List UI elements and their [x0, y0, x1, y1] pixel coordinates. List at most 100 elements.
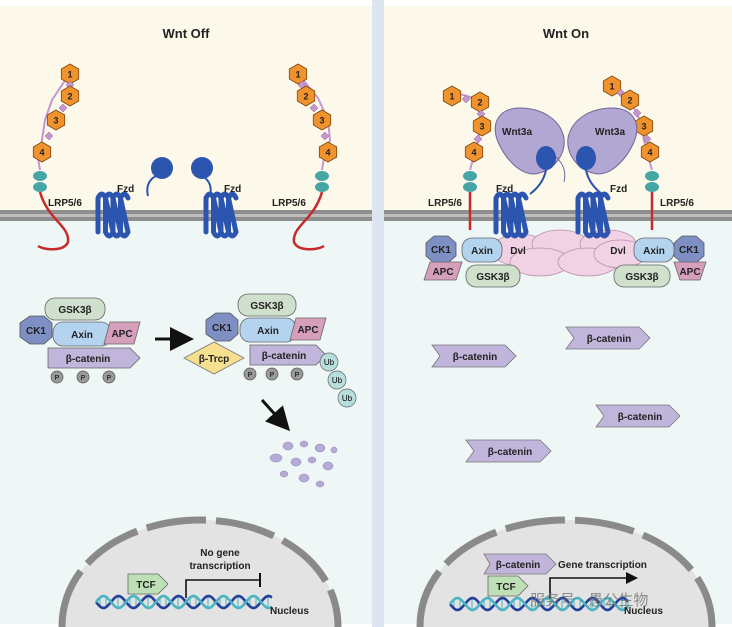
right-tcf-label: TCF — [496, 582, 515, 593]
free-bcatenin-4: β-catenin — [465, 439, 552, 463]
left-lrp-label-a: LRP5/6 — [48, 198, 82, 209]
ligand-hexagon — [442, 85, 462, 107]
complex2-bcatenin: β-catenin — [262, 351, 306, 362]
wnt3a-right — [567, 107, 638, 195]
svg-text:P: P — [55, 375, 60, 382]
watermark: 服务号 · 愚公生物 — [530, 592, 648, 609]
dvl-cluster — [491, 229, 647, 277]
right-lrp-label-a: LRP5/6 — [428, 198, 462, 209]
ligand-hexagon — [32, 141, 52, 163]
complex2-gsk3b: GSK3β — [250, 301, 283, 312]
right-lrp-label-b: LRP5/6 — [660, 198, 694, 209]
right-apc-a: APC — [432, 267, 453, 278]
right-ck1-b: CK1 — [679, 245, 699, 256]
right-lrp-hexagons-b: 1 2 3 4 — [602, 75, 660, 163]
right-membrane — [384, 210, 732, 221]
complex2-apc: APC — [297, 325, 318, 336]
left-nucleus-label: Nucleus — [270, 606, 309, 617]
wnt3a-right-label: Wnt3a — [595, 127, 625, 138]
complex1-bcatenin: β-catenin — [66, 354, 110, 365]
dna-strand — [449, 596, 629, 612]
panel-divider — [372, 0, 384, 627]
ligand-hexagon — [296, 85, 316, 107]
right-fzd-label-b: Fzd — [610, 184, 627, 195]
left-fzd-receptor-a — [95, 191, 131, 239]
ligand-hexagon — [464, 141, 484, 163]
fzd-helices — [203, 191, 239, 239]
no-gene-line2: transcription — [189, 561, 250, 572]
left-fzd-label-a: Fzd — [117, 184, 134, 195]
nuclear-bcatenin: β-catenin — [483, 553, 557, 575]
right-panel-title: Wnt On — [543, 26, 589, 41]
ligand-number: 2 — [67, 92, 72, 102]
svg-text:β-catenin: β-catenin — [453, 352, 497, 363]
ligand-linker — [461, 94, 471, 104]
free-bcatenin-3: β-catenin — [595, 404, 681, 428]
svg-text:β-catenin: β-catenin — [618, 412, 662, 423]
ligand-number: 1 — [609, 82, 614, 92]
ligand-number: 3 — [641, 122, 646, 132]
ligand-number: 4 — [647, 148, 652, 158]
left-dna-helix — [95, 594, 273, 610]
fzd-helices — [575, 191, 611, 239]
right-apc-b: APC — [679, 267, 700, 278]
right-right-complex: CK1 Axin APC GSK3β — [613, 235, 707, 288]
complex1-gsk3b: GSK3β — [58, 305, 91, 316]
no-transcription-symbol — [185, 573, 261, 598]
ligand-linker — [473, 134, 483, 144]
dna-strand — [95, 594, 273, 610]
left-fzd-cysteine-domains — [146, 157, 213, 197]
svg-text:β-catenin: β-catenin — [496, 560, 540, 571]
svg-text:P: P — [107, 375, 112, 382]
left-fzd-label-b: Fzd — [224, 184, 241, 195]
ligand-linker — [44, 131, 54, 141]
ligand-hexagon — [602, 75, 622, 97]
ligand-hexagon — [288, 63, 308, 85]
svg-text:P: P — [248, 372, 253, 379]
right-fzd-label-a: Fzd — [496, 184, 513, 195]
ligand-number: 4 — [325, 148, 330, 158]
wnt3a-left — [494, 107, 566, 195]
right-panel-extracellular — [384, 6, 732, 211]
transcription-arrow — [549, 572, 638, 598]
svg-text:Ub: Ub — [324, 358, 335, 367]
svg-text:Ub: Ub — [332, 376, 343, 385]
ligand-number: 3 — [319, 116, 324, 126]
fzd-helices — [493, 191, 529, 239]
complex1-phospho-sites: P P P — [50, 370, 116, 384]
right-tcf — [487, 575, 529, 597]
complex2-axin: Axin — [257, 326, 279, 337]
right-dna-helix — [449, 596, 629, 612]
ligand-hexagon — [312, 109, 332, 131]
right-gsk-a: GSK3β — [476, 272, 509, 283]
ligand-number: 1 — [449, 92, 454, 102]
ligand-number: 4 — [471, 148, 476, 158]
free-bcatenin-1: β-catenin — [431, 344, 517, 368]
dvl-left-label: Dvl — [510, 246, 526, 257]
ligand-number: 2 — [303, 92, 308, 102]
fzd-helices — [95, 191, 131, 239]
ligand-number: 2 — [627, 96, 632, 106]
destruction-complex-1: GSK3β Axin APC CK1 β-catenin P P P — [19, 297, 141, 384]
no-gene-line1: No gene — [200, 548, 240, 559]
wnt3a-left-label: Wnt3a — [502, 127, 532, 138]
ligand-hexagon — [640, 141, 660, 163]
complex2-ubiquitin-chain: Ub Ub Ub — [319, 352, 357, 408]
ligand-linker — [58, 103, 68, 113]
svg-text:P: P — [295, 372, 300, 379]
degraded-bcatenin-fragments — [269, 440, 338, 488]
ligand-number: 1 — [67, 70, 72, 80]
right-left-complex: CK1 Axin APC GSK3β — [423, 235, 521, 288]
arrow-to-degradation — [260, 398, 291, 432]
complex1-apc: APC — [111, 329, 132, 340]
svg-text:β-catenin: β-catenin — [488, 447, 532, 458]
right-nucleus-label: Nucleus — [624, 606, 663, 617]
gene-transcription-label: Gene transcription — [558, 560, 647, 571]
dvl-right-label: Dvl — [610, 246, 626, 257]
complex1-axin: Axin — [71, 330, 93, 341]
ligand-number: 4 — [39, 148, 44, 158]
svg-text:β-catenin: β-catenin — [587, 334, 631, 345]
ligand-number: 3 — [479, 122, 484, 132]
